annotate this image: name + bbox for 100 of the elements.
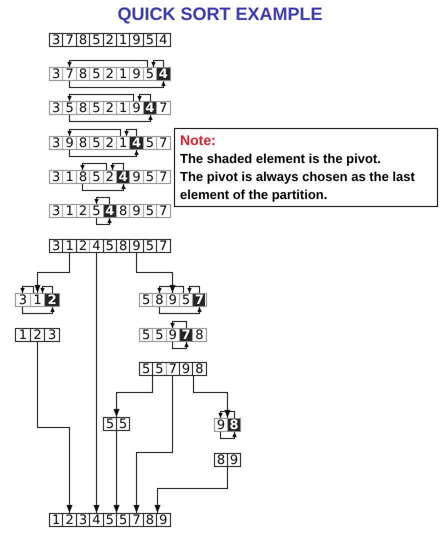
swap-arrow: [159, 306, 202, 314]
swap-arrow: [137, 94, 151, 102]
array-cell: 1: [62, 205, 76, 217]
array-cell: 1: [116, 102, 130, 114]
array-cell: 1: [116, 68, 130, 80]
array-cell: 4: [156, 34, 170, 46]
array-cell: 5: [62, 102, 76, 114]
array-box: [49, 136, 170, 150]
flow-arrow: [94, 252, 100, 514]
array-cell: 2: [102, 68, 116, 80]
pivot-cell: 4: [116, 171, 130, 183]
pivot-cell: 4: [142, 102, 156, 114]
array-box: [49, 239, 170, 253]
swap-arrow: [157, 286, 184, 294]
swap-arrow: [22, 306, 55, 314]
array-cell: 1: [50, 514, 62, 526]
swap-arrow: [20, 286, 34, 294]
array-cell: 5: [102, 240, 116, 252]
swap-arrow: [110, 163, 124, 170]
array-cell: 3: [50, 240, 62, 252]
array-cell: 8: [76, 171, 90, 183]
array-box: [15, 293, 60, 307]
swap-arrow: [94, 197, 110, 204]
array-box: [49, 204, 170, 218]
array-cell: 1: [116, 34, 130, 46]
swap-arrow: [69, 114, 153, 122]
array-cell: 3: [50, 137, 62, 149]
swap-arrow: [80, 163, 107, 170]
array-cell: 3: [76, 514, 90, 526]
array-cell: 5: [140, 329, 152, 341]
array-cell: 8: [142, 514, 156, 526]
array-cell: 9: [227, 454, 240, 466]
array-cell: 9: [166, 294, 179, 306]
array-cell: 2: [102, 137, 116, 149]
array-cell: 7: [62, 34, 76, 46]
array-box: [139, 328, 206, 342]
pivot-cell: 4: [156, 68, 170, 80]
array-cell: 9: [215, 419, 227, 431]
array-cell: 8: [116, 240, 130, 252]
array-cell: 8: [116, 205, 130, 217]
array-cell: 7: [129, 514, 143, 526]
flow-arrow: [134, 376, 173, 514]
array-box: [49, 33, 170, 47]
swap-arrow: [67, 129, 121, 136]
array-cell: 2: [102, 34, 116, 46]
array-box: [49, 513, 170, 527]
flow-arrow: [136, 252, 176, 294]
array-cell: 8: [76, 137, 90, 149]
diagram-title: QUICK SORT EXAMPLE: [117, 3, 322, 25]
flow-arrow: [34, 252, 70, 294]
array-cell: 5: [116, 418, 129, 430]
array-cell: 1: [30, 294, 44, 306]
array-box: [214, 453, 241, 467]
array-box: [139, 293, 206, 307]
array-cell: 9: [129, 171, 143, 183]
array-cell: 8: [215, 454, 227, 466]
array-cell: 3: [50, 34, 62, 46]
note-text: The shaded element is the pivot.: [180, 150, 382, 168]
flow-arrow: [154, 466, 228, 514]
array-cell: 4: [89, 514, 103, 526]
array-cell: 8: [192, 329, 206, 341]
array-cell: 9: [129, 205, 143, 217]
flow-arrow: [114, 430, 120, 514]
array-box: [15, 328, 60, 342]
array-cell: 7: [62, 68, 76, 80]
swap-arrow: [172, 342, 189, 349]
array-cell: 3: [50, 205, 62, 217]
array-box: [139, 362, 206, 376]
note-box: [174, 128, 438, 207]
pivot-cell: 4: [102, 205, 116, 217]
array-cell: 5: [102, 514, 116, 526]
array-cell: 8: [76, 34, 90, 46]
array-box: [103, 417, 130, 431]
array-cell: 1: [116, 137, 130, 149]
array-box: [49, 101, 170, 115]
swap-arrow: [218, 411, 235, 418]
array-cell: 9: [129, 240, 143, 252]
flow-arrow: [114, 376, 153, 418]
pivot-cell: 4: [129, 137, 143, 149]
array-cell: 3: [50, 171, 62, 183]
swap-arrow: [69, 80, 166, 88]
array-cell: 1: [62, 171, 76, 183]
array-box: [214, 418, 241, 432]
array-cell: 9: [166, 329, 179, 341]
array-cell: 1: [62, 240, 76, 252]
array-cell: 5: [140, 363, 152, 375]
swap-arrow: [170, 321, 187, 328]
note-text: The pivot is always chosen as the last element of the partition.: [180, 168, 416, 204]
swap-arrow: [187, 286, 200, 294]
array-cell: 2: [30, 329, 44, 341]
swap-arrow: [67, 94, 134, 102]
swap-arrow: [67, 60, 148, 68]
array-cell: 5: [116, 514, 130, 526]
swap-arrow: [69, 150, 139, 157]
array-cell: 8: [152, 294, 166, 306]
array-cell: 9: [129, 68, 143, 80]
swap-arrow: [124, 129, 137, 136]
array-cell: 2: [102, 102, 116, 114]
array-box: [49, 67, 170, 81]
array-cell: 5: [104, 418, 116, 430]
